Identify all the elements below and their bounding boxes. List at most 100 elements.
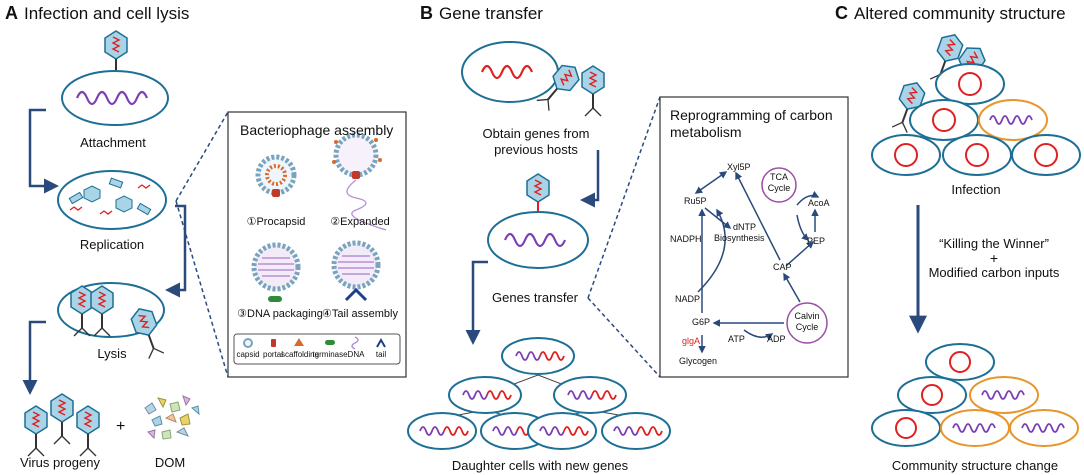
lysis-cell: [57, 282, 168, 361]
node-adp: ADP: [767, 334, 786, 344]
node-glycogen: Glycogen: [679, 356, 718, 366]
panel-c-title: C Altered community structure: [835, 3, 1066, 24]
cell-winner: [925, 343, 995, 381]
stage-dna-packaging: ③DNA packaging: [237, 308, 323, 320]
panel-c-letter: C: [835, 3, 848, 23]
panel-a: [22, 30, 407, 457]
legend-terminase-icon: [325, 340, 335, 345]
step-lysis: Lysis: [97, 346, 127, 361]
node-nadp: NADP: [675, 294, 701, 304]
panel-a-title-text: Infection and cell lysis: [24, 4, 190, 23]
plus-sign-c: +: [989, 250, 999, 266]
legend-portal: portal: [262, 350, 284, 359]
daughter-cell: [601, 412, 671, 450]
legend-portal-icon: [271, 339, 276, 347]
cell-other: [1009, 409, 1079, 447]
tail-assembly-illustration: [331, 240, 381, 302]
plus-sign-a: +: [116, 418, 126, 435]
metabolism-title: Reprogramming of carbon metabolism: [670, 107, 833, 140]
cell-winner: [871, 409, 941, 447]
modified-carbon-label: Modified carbon inputs: [928, 265, 1060, 280]
pre-infection-community: [871, 30, 1081, 176]
node-atp: ATP: [728, 334, 745, 344]
cell-other: [978, 99, 1048, 141]
arrow-genes-transfer: [465, 260, 488, 345]
node-xyl5p: Xyl5P: [727, 162, 751, 172]
step-replication: Replication: [79, 237, 145, 252]
node-tca-cycle: Cycle: [767, 183, 791, 193]
daughter-cell: [448, 376, 522, 414]
node-cap: CAP: [773, 262, 792, 272]
panel-c-title-text: Altered community structure: [854, 4, 1066, 23]
metabolism-pathway: [694, 167, 828, 354]
legend-scaffolding: scaffolding: [280, 350, 320, 359]
panel-b-letter: B: [420, 3, 433, 23]
zoom-line-b-bottom: [587, 297, 661, 378]
node-glga: glgA: [682, 336, 701, 346]
attachment-cell: [61, 30, 169, 126]
legend-capsid-icon: [243, 338, 253, 348]
cell-winner: [935, 63, 1005, 105]
node-dntp: dNTP: [733, 222, 757, 232]
daughter-cell: [527, 412, 597, 450]
daughter-cell: [553, 376, 627, 414]
legend-capsid: capsid: [236, 350, 260, 359]
panel-b-title: B Gene transfer: [420, 3, 543, 24]
cell-winner: [942, 134, 1012, 176]
step-attachment: Attachment: [80, 135, 146, 150]
cell-other: [969, 376, 1039, 414]
arrow-attach-to-replication: [28, 108, 59, 194]
procapsid-illustration: [255, 154, 297, 197]
cell-winner: [1011, 134, 1081, 176]
killing-the-winner-label: “Killing the Winner”: [939, 236, 1049, 251]
virus-progeny-phages: [24, 393, 100, 457]
virus-progeny-label: Virus progeny: [20, 455, 100, 470]
daughter-cells-tree: [407, 337, 671, 450]
daughter-cells-label: Daughter cells with new genes: [451, 458, 629, 473]
dom-label: DOM: [154, 455, 186, 470]
cell-winner: [871, 134, 941, 176]
legend-tail: tail: [375, 350, 387, 359]
legend-scaffolding-icon: [294, 338, 304, 346]
node-acoa: AcoA: [808, 198, 830, 208]
legend-tail-icon: [376, 337, 386, 348]
stage-tail-assembly: ④Tail assembly: [322, 308, 398, 320]
dna-packaging-illustration: [251, 242, 301, 302]
arrow-lysis-to-output: [22, 320, 46, 395]
node-calvin: Calvin: [794, 311, 820, 321]
tca-cycle-circle: [761, 167, 797, 203]
legend-dna-icon: [351, 336, 359, 350]
infection-label: Infection: [951, 182, 1001, 197]
assembly-legend-box: [233, 333, 401, 365]
calvin-cycle-circle: [786, 302, 828, 344]
node-tca: TCA: [770, 172, 788, 182]
replication-cell: [57, 170, 167, 230]
cell-winner: [897, 376, 967, 414]
post-infection-community: [871, 343, 1079, 447]
cell-other: [940, 409, 1010, 447]
panel-b: [407, 41, 849, 450]
node-pep: PEP: [807, 236, 826, 246]
expanded-illustration: [332, 132, 387, 231]
cell-winner: [909, 99, 979, 141]
stage-procapsid: ①Procapsid: [246, 216, 306, 228]
node-nadph: NADPH: [670, 234, 702, 244]
arrow-obtain: [580, 150, 600, 208]
legend-dna: DNA: [347, 350, 365, 359]
panel-a-title: A Infection and cell lysis: [5, 3, 189, 24]
dom-fragments: [144, 395, 200, 440]
stage-expanded: ②Expanded: [330, 216, 390, 228]
panel-c: [871, 30, 1081, 447]
node-calvin-cycle: Cycle: [795, 322, 819, 332]
panel-b-title-text: Gene transfer: [439, 4, 543, 23]
assembly-title: Bacteriophage assembly: [240, 122, 394, 138]
node-ru5p: Ru5P: [684, 196, 707, 206]
arrow-replication-to-lysis: [165, 204, 187, 298]
panel-a-letter: A: [5, 3, 18, 23]
infected-cell-b: [487, 173, 589, 269]
daughter-cell: [501, 337, 575, 375]
genes-transfer-label: Genes transfer: [492, 290, 578, 305]
zoom-line-top: [175, 111, 229, 202]
node-dntp-biosynthesis: Biosynthesis: [714, 233, 765, 243]
